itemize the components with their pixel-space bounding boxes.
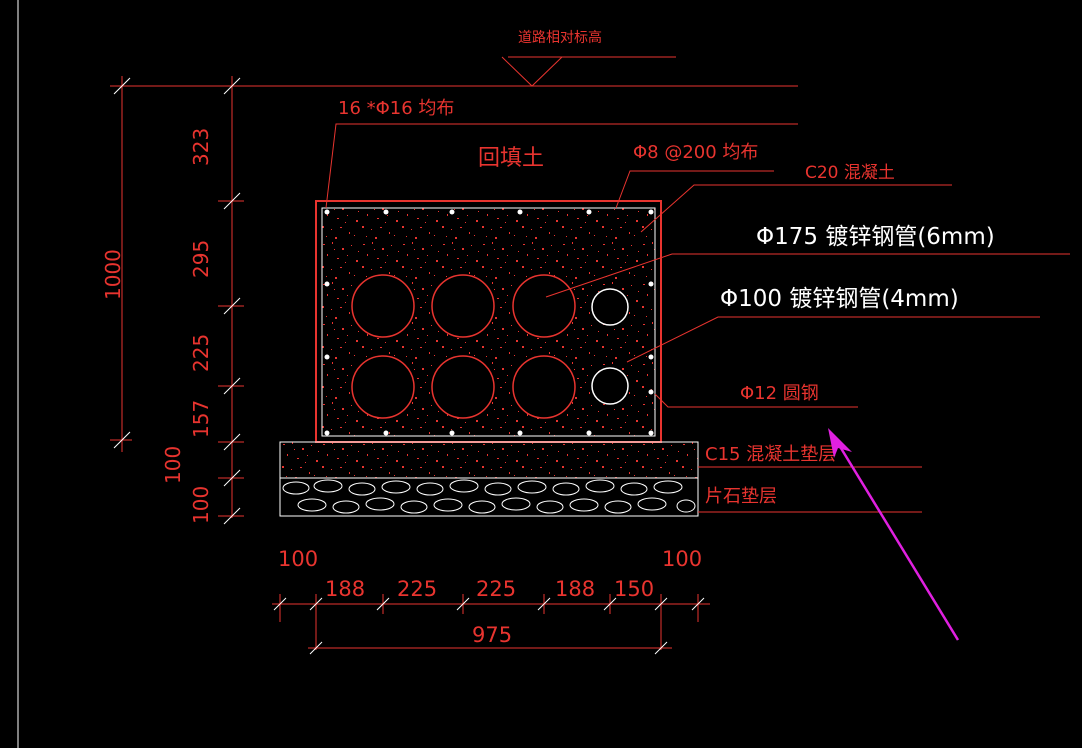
dim-h-seg3: 225 (476, 577, 516, 601)
horizontal-dimensions: 100 100 188 225 225 188 150 975 (272, 547, 710, 655)
dim-cushion: 100 (161, 446, 185, 484)
road-elevation-label: 道路相对标高 (518, 29, 602, 46)
pipe-100-bottom (591, 367, 629, 405)
dim-stone: 100 (189, 486, 213, 524)
label-pipe-100: Φ100 镀锌钢管(4mm) (720, 286, 959, 312)
dim-top: 323 (189, 128, 213, 166)
pipe-175-top-3 (512, 274, 576, 338)
dim-seg2: 225 (189, 334, 213, 372)
pipe-100-top (591, 288, 629, 326)
stone-layer (279, 477, 699, 517)
pipe-175-top-2 (431, 274, 495, 338)
dim-h-seg4: 188 (555, 577, 595, 601)
dim-seg3: 157 (189, 400, 213, 438)
vertical-dimensions: 1000 323 295 225 157 100 100 (101, 76, 244, 525)
pipe-175-bottom-2 (431, 355, 495, 419)
pipe-175-bottom-3 (512, 355, 576, 419)
dim-h-seg2: 225 (397, 577, 437, 601)
dim-h-seg1: 188 (325, 577, 365, 601)
dim-right-offset: 100 (662, 547, 702, 571)
label-cushion-c15: C15 混凝土垫层 (705, 444, 836, 465)
label-concrete-c20: C20 混凝土 (805, 163, 895, 183)
dim-seg1: 295 (189, 240, 213, 278)
label-pipe-175: Φ175 镀锌钢管(6mm) (756, 224, 995, 250)
label-backfill: 回填土 (478, 146, 544, 171)
road-elevation-marker: 道路相对标高 (118, 29, 798, 87)
dim-left-offset: 100 (278, 547, 318, 571)
dim-h-total: 975 (472, 623, 512, 647)
label-stirrup: Φ8 @200 均布 (633, 142, 758, 163)
pipe-175-top-1 (351, 274, 415, 338)
dim-h-seg5: 150 (614, 577, 654, 601)
rebar-dots (324, 209, 654, 436)
leader-lines (325, 123, 1070, 513)
c15-cushion-layer (279, 441, 699, 479)
dim-total-height: 1000 (101, 249, 125, 300)
pipe-group (351, 274, 629, 419)
magenta-arrow (828, 428, 960, 641)
label-round-steel: Φ12 圆钢 (740, 383, 819, 404)
label-stone-layer: 片石垫层 (705, 486, 777, 507)
pipe-175-bottom-1 (351, 355, 415, 419)
label-rebar-main: 16 *Φ16 均布 (338, 98, 454, 119)
